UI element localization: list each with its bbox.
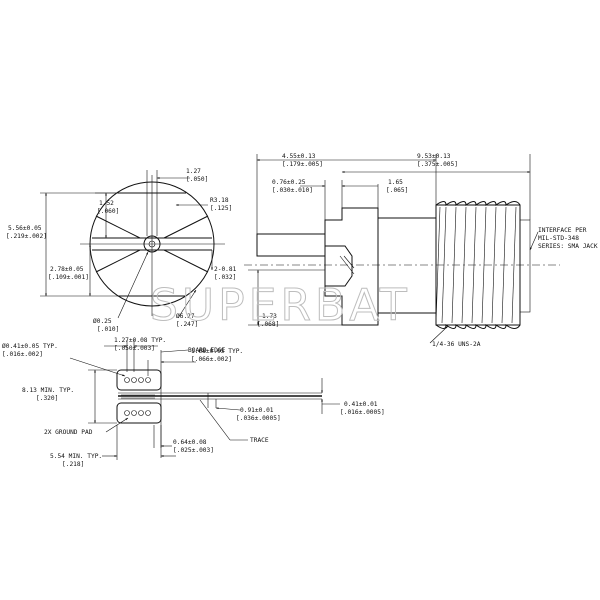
dim-pad-h-inch: [.320]: [36, 395, 58, 402]
dim-trace-gap-label: 0.41±0.01: [344, 401, 378, 408]
dim-height-inch: [.219±.002]: [6, 233, 47, 240]
dim-pad-w-label: 5.54 MIN. TYP.: [50, 453, 102, 460]
dim-width-inch: [.050]: [186, 176, 208, 183]
dim-hole-label: Ø0.41±0.05 TYP.: [2, 342, 58, 350]
interface-note-line2: MIL-STD-348: [538, 235, 579, 242]
dim-center-inch: [.025±.003]: [173, 447, 214, 454]
dim-height-side-label: 1.73: [262, 313, 277, 320]
ground-pad-top: [116, 369, 162, 391]
interface-note-line1: INTERFACE PER: [538, 227, 587, 234]
dim-edge-label: 1.68±0.05 TYP.: [191, 348, 243, 355]
interface-note-line3: SERIES: SMA JACK: [538, 243, 598, 250]
front-view: 1.27 [.050] 1.52 [.060] 5.56±0.05 [.219±…: [6, 168, 237, 333]
dim-flange-inch: [.065]: [386, 187, 408, 194]
pcb-view: 1.27±0.08 TYP. [.050±.003] Ø0.41±0.05 TY…: [2, 337, 385, 468]
via-holes: [124, 377, 151, 416]
dim-top-inch: [.060]: [97, 208, 119, 215]
side-pin: [256, 233, 326, 257]
dim-pad-w-inch: [.218]: [62, 461, 84, 468]
dim-half-label: 2.78±0.05: [50, 266, 84, 273]
thread-label: 1/4-36 UNS-2A: [432, 341, 481, 348]
dim-radius-label: R3.18: [210, 197, 229, 204]
dim-width-label: 1.27: [186, 168, 201, 175]
dim-pin-len-inch: [.030±.010]: [272, 187, 313, 194]
dim-pin-dia-label: Ø0.25: [93, 317, 112, 325]
side-view: 4.55±0.13 [.179±.005] 9.53±0.13 [.375±.0…: [244, 153, 598, 348]
dim-offset-label: 2-0.81: [214, 266, 237, 273]
dim-pin-len-label: 0.76±0.25: [272, 179, 306, 186]
dim-total-len-label: 9.53±0.13: [417, 153, 451, 160]
dim-trace-gap-inch: [.016±.0005]: [340, 409, 385, 416]
watermark: SUPERBAT: [150, 280, 411, 331]
dim-radius-inch: [.125]: [210, 205, 232, 212]
side-flange: [324, 207, 379, 326]
dim-top-label: 1.52: [99, 200, 114, 207]
dim-pitch-inch: [.050±.003]: [114, 345, 155, 352]
board-edge-label: BOARD EDGE: [188, 347, 226, 354]
dim-pad-h-label: 8.13 MIN. TYP.: [22, 387, 74, 394]
ground-pad-bottom: [116, 402, 162, 424]
dim-half-inch: [.109±.001]: [48, 274, 89, 281]
dim-trace-w-label: 0.91±0.01: [240, 407, 274, 414]
dim-flange-label: 1.65: [388, 179, 403, 186]
dim-hole-inch: [.016±.002]: [2, 351, 43, 358]
dim-pitch-label: 1.27±0.08 TYP.: [114, 337, 166, 344]
dim-offset-inch: [.032]: [214, 274, 236, 281]
dim-total-len-inch: [.375±.005]: [417, 161, 458, 168]
dim-body-dia-label: Ø6.27: [176, 312, 195, 320]
dim-pin-dia-inch: [.010]: [97, 326, 119, 333]
dim-body-dia-inch: [.247]: [176, 321, 198, 328]
dim-front-len-label: 4.55±0.13: [282, 153, 316, 160]
dim-front-len-inch: [.179±.005]: [282, 161, 323, 168]
trace-label: TRACE: [250, 437, 269, 444]
dim-center-label: 0.64±0.08: [173, 439, 207, 446]
dim-height-side-inch: [.068]: [257, 321, 279, 328]
thread-lines: [435, 201, 521, 329]
dim-trace-w-inch: [.036±.0005]: [236, 415, 281, 422]
dim-height-label: 5.56±0.05: [8, 225, 42, 232]
dim-edge-inch: [.066±.002]: [191, 356, 232, 363]
ground-pad-label: 2X GROUND PAD: [44, 429, 93, 436]
